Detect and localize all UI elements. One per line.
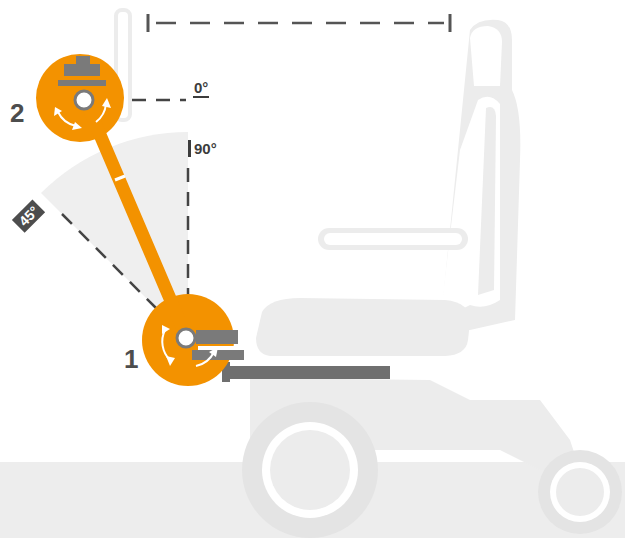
angle-label: 45°: [12, 199, 45, 232]
angle-label: 90°: [188, 140, 219, 157]
callout-number: 1: [124, 346, 138, 372]
callout-number: 2: [10, 100, 24, 126]
angle-label: 0°: [193, 80, 209, 98]
